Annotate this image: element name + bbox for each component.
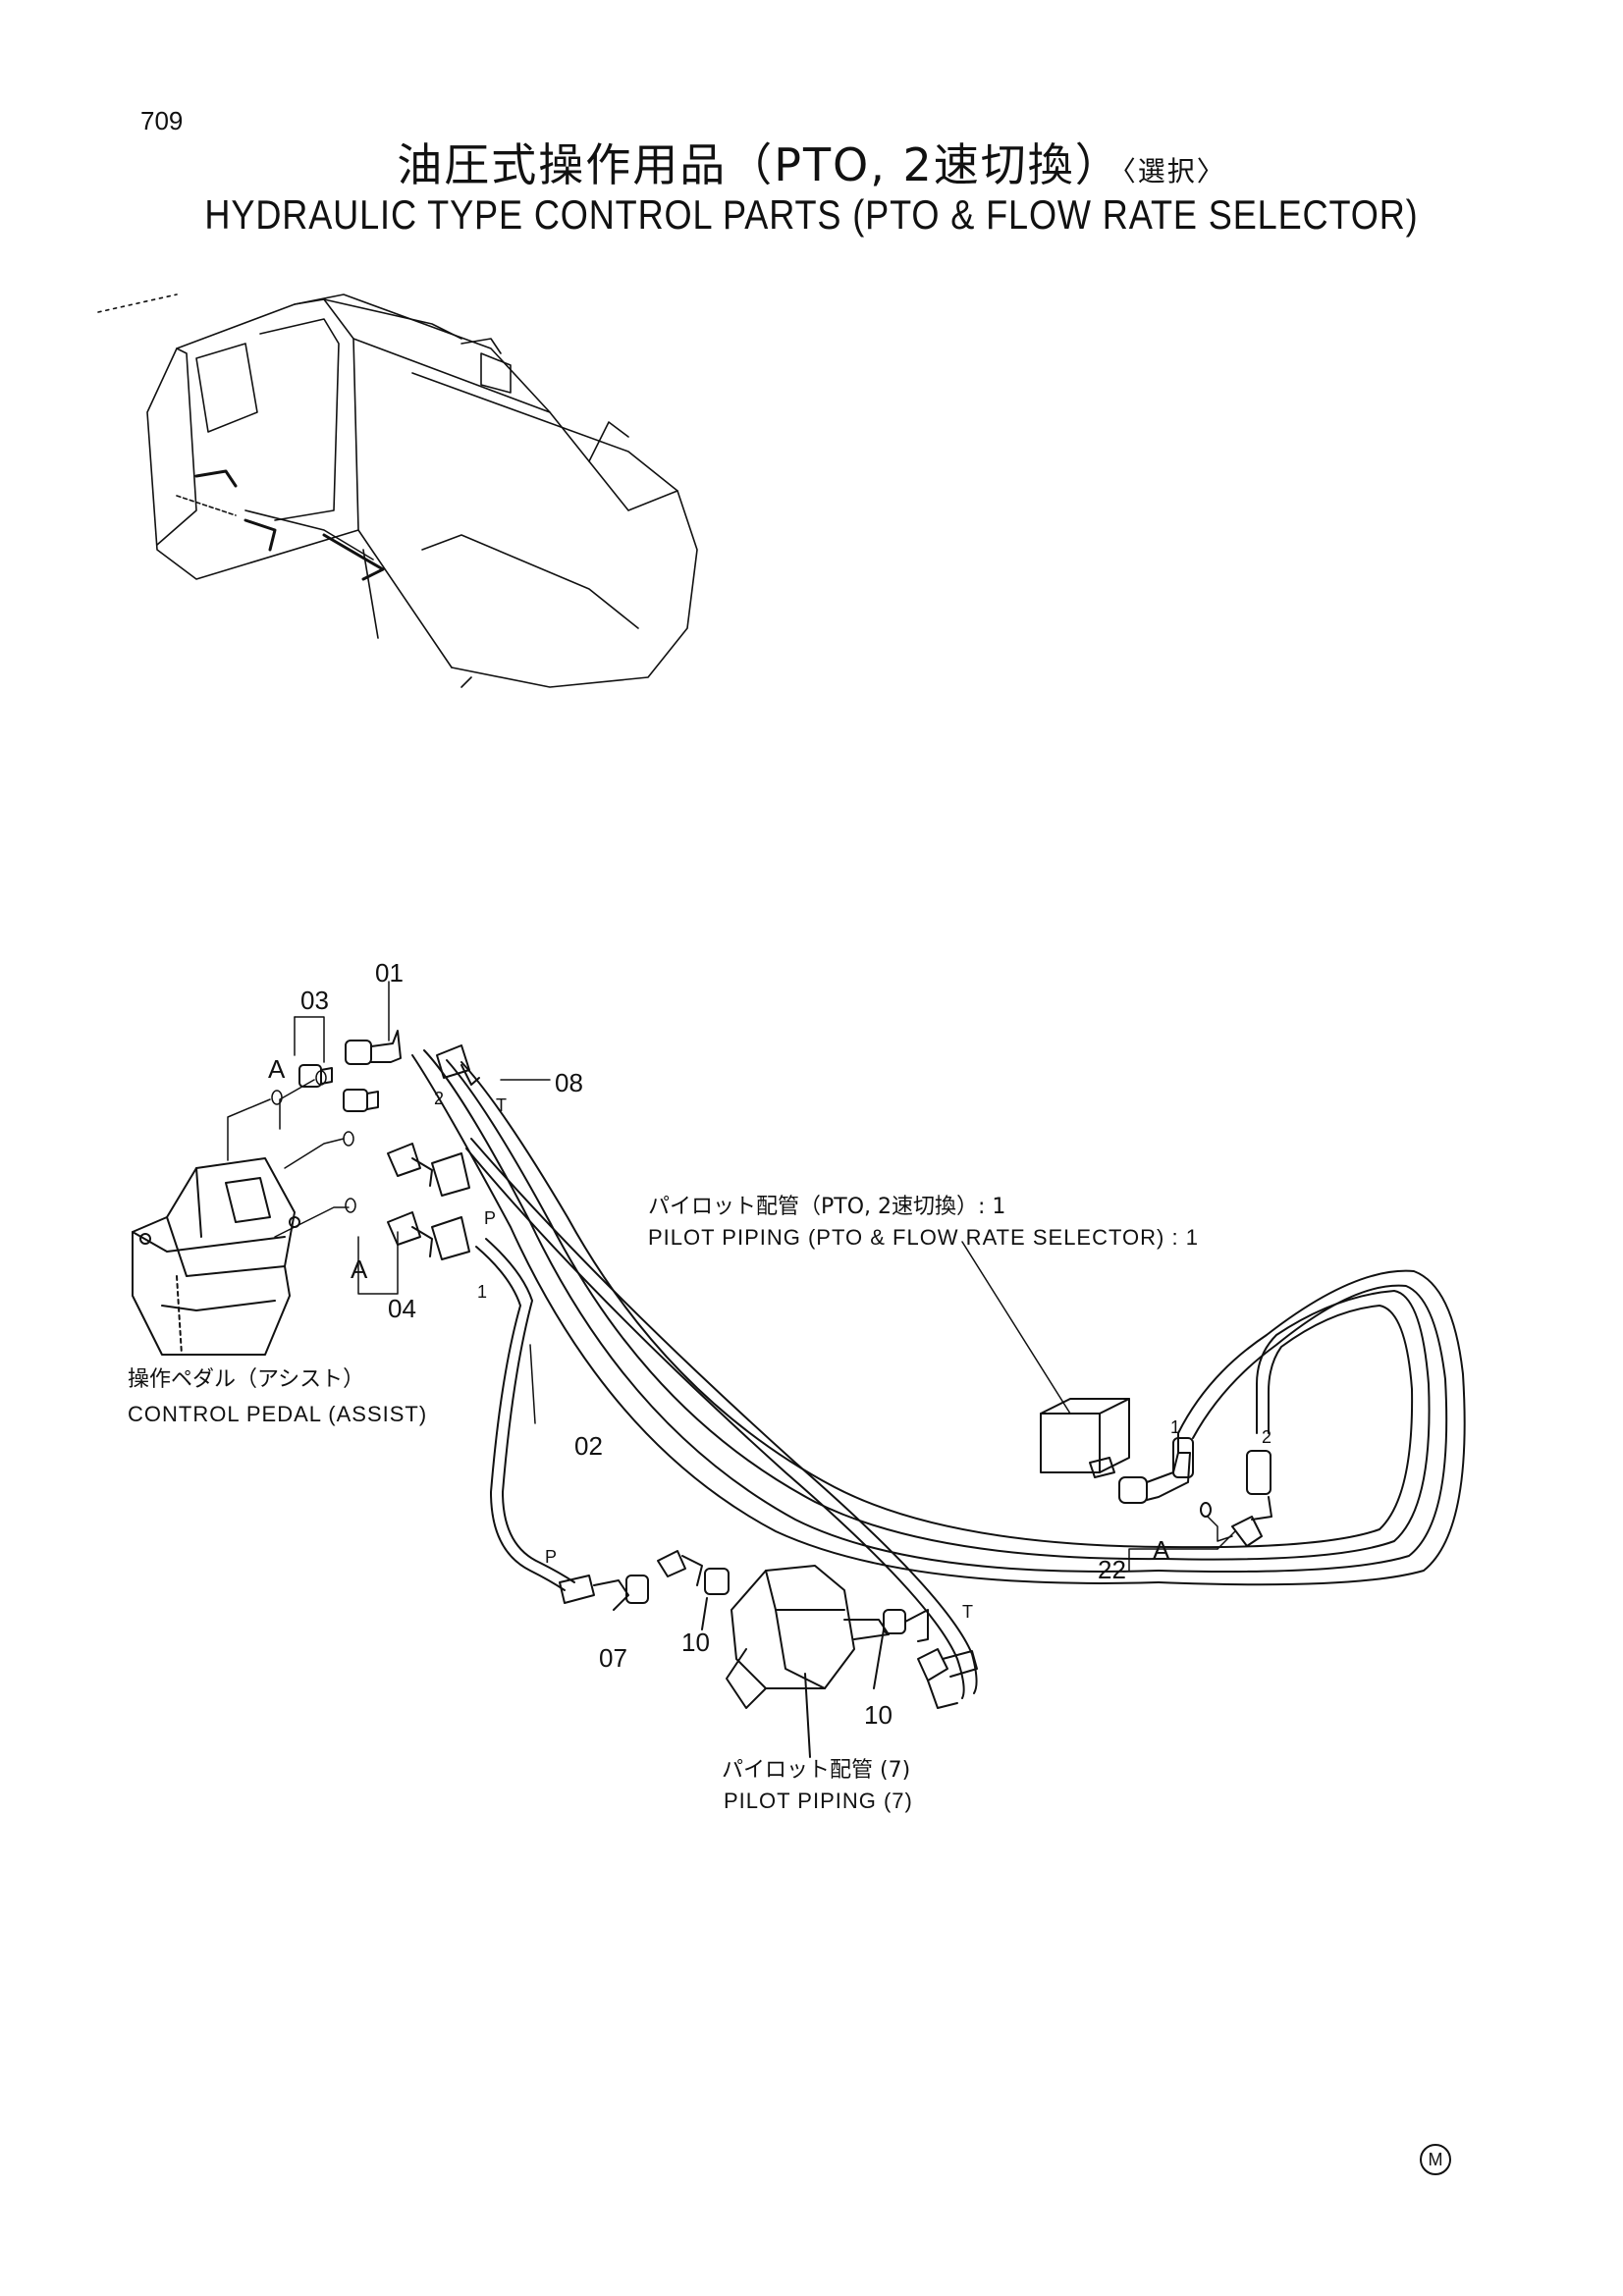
label-port-p: P bbox=[484, 1208, 496, 1228]
label-a-right: A bbox=[1153, 1535, 1170, 1565]
label-port-t: T bbox=[496, 1095, 507, 1115]
label-a-bottom: A bbox=[351, 1255, 368, 1284]
callout-pilot7-jp: パイロット配管 (7) bbox=[722, 1758, 910, 1783]
pedal-port-leaders bbox=[227, 1070, 356, 1238]
label-01: 01 bbox=[375, 958, 404, 988]
callout-leaders bbox=[529, 1241, 1236, 1572]
corner-mark: M bbox=[1420, 2144, 1451, 2175]
title-select-note: 〈選択〉 bbox=[1121, 155, 1226, 187]
control-pedal-assist bbox=[132, 1157, 300, 1356]
title-english: HYDRAULIC TYPE CONTROL PARTS (PTO & FLOW… bbox=[204, 191, 1419, 238]
label-port-1: 1 bbox=[477, 1282, 487, 1302]
title-japanese-text: 油圧式操作用品（PTO, 2速切換） bbox=[397, 138, 1122, 191]
label-22: 22 bbox=[1098, 1555, 1126, 1584]
callout-pilot-pto-en: PILOT PIPING (PTO & FLOW RATE SELECTOR) … bbox=[648, 1225, 1199, 1250]
page-number: 709 bbox=[140, 106, 184, 135]
label-port-t-lower: T bbox=[962, 1602, 973, 1622]
pilot-valve-assembly bbox=[559, 1550, 978, 1758]
label-10-left: 10 bbox=[681, 1628, 710, 1657]
label-port-1-right: 1 bbox=[1170, 1417, 1180, 1437]
label-brackets bbox=[294, 981, 551, 1295]
label-a-top: A bbox=[268, 1054, 286, 1084]
fittings-03-04-01 bbox=[298, 1030, 480, 1260]
callout-pedal-en: CONTROL PEDAL (ASSIST) bbox=[128, 1402, 427, 1426]
callout-pilot-pto-jp: パイロット配管（PTO, 2速切換）: 1 bbox=[648, 1195, 1005, 1219]
label-port-2: 2 bbox=[434, 1089, 444, 1108]
machine-overview-sketch bbox=[97, 294, 698, 688]
pilot-hoses bbox=[411, 1049, 1466, 1699]
label-10-right: 10 bbox=[864, 1700, 893, 1730]
title-japanese: 油圧式操作用品（PTO, 2速切換）〈選択〉 bbox=[0, 130, 1623, 194]
label-port-p-lower: P bbox=[545, 1547, 557, 1567]
label-port-2-right: 2 bbox=[1262, 1427, 1271, 1447]
callout-pilot7-en: PILOT PIPING (7) bbox=[724, 1789, 913, 1813]
label-02: 02 bbox=[574, 1431, 603, 1461]
label-04: 04 bbox=[388, 1294, 416, 1323]
callout-pedal-jp: 操作ペダル（アシスト） bbox=[128, 1367, 364, 1392]
label-07: 07 bbox=[599, 1643, 627, 1673]
selector-valve bbox=[1040, 1398, 1272, 1547]
label-08: 08 bbox=[555, 1068, 583, 1097]
label-03: 03 bbox=[300, 986, 329, 1015]
